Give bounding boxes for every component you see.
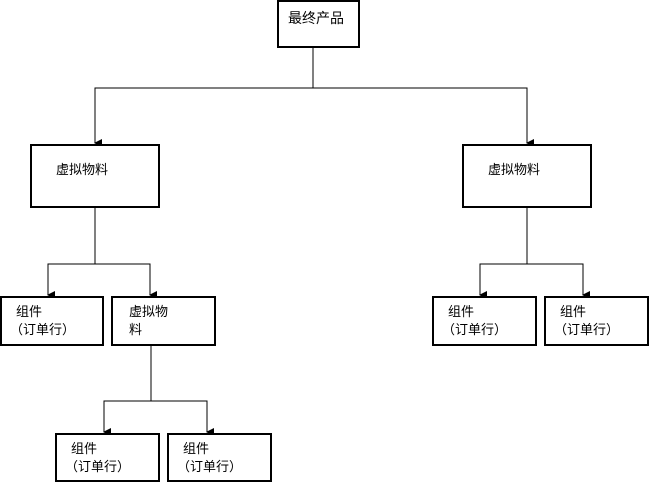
component-label: 组件 [560, 305, 587, 320]
order-line-label: （订单行） [10, 323, 76, 338]
virtual-material-label-mid-line2: 料 [129, 323, 143, 338]
connector-root-right [313, 87, 534, 147]
component-label: 组件 [183, 442, 210, 457]
component-label: 组件 [71, 442, 98, 457]
component-order-line-node-4: 组件 （订单行） [55, 433, 160, 482]
final-product-label: 最终产品 [288, 11, 344, 27]
virtual-material-node-right: 虚拟物料 [462, 144, 592, 208]
connector-left-to-virtual [95, 263, 157, 299]
component-order-line-node-5: 组件 （订单行） [167, 433, 272, 482]
order-line-label: （订单行） [177, 460, 243, 475]
connector-mid-to-component-b [151, 400, 214, 436]
virtual-material-label-left: 虚拟物料 [56, 163, 109, 178]
connector-root-left [94, 87, 313, 147]
order-line-label: （订单行） [442, 323, 508, 338]
component-order-line-node-2: 组件 （订单行） [432, 296, 537, 346]
final-product-node: 最终产品 [277, 0, 360, 48]
component-order-line-node-1: 组件 （订单行） [0, 296, 104, 346]
component-order-line-node-3: 组件 （订单行） [544, 296, 649, 346]
virtual-material-node-mid: 虚拟物 料 [111, 296, 216, 346]
connector-right-to-component-a [479, 263, 527, 299]
component-label: 组件 [16, 305, 43, 320]
virtual-material-label-right: 虚拟物料 [488, 163, 541, 178]
order-line-label: （订单行） [554, 323, 620, 338]
component-label: 组件 [448, 305, 475, 320]
connector-left-to-component [47, 263, 95, 299]
order-line-label: （订单行） [65, 460, 131, 475]
virtual-material-label-mid-line1: 虚拟物 [129, 305, 169, 320]
connector-right-to-component-b [527, 263, 590, 299]
connector-mid-to-component-a [103, 400, 151, 436]
virtual-material-node-left: 虚拟物料 [30, 144, 160, 208]
